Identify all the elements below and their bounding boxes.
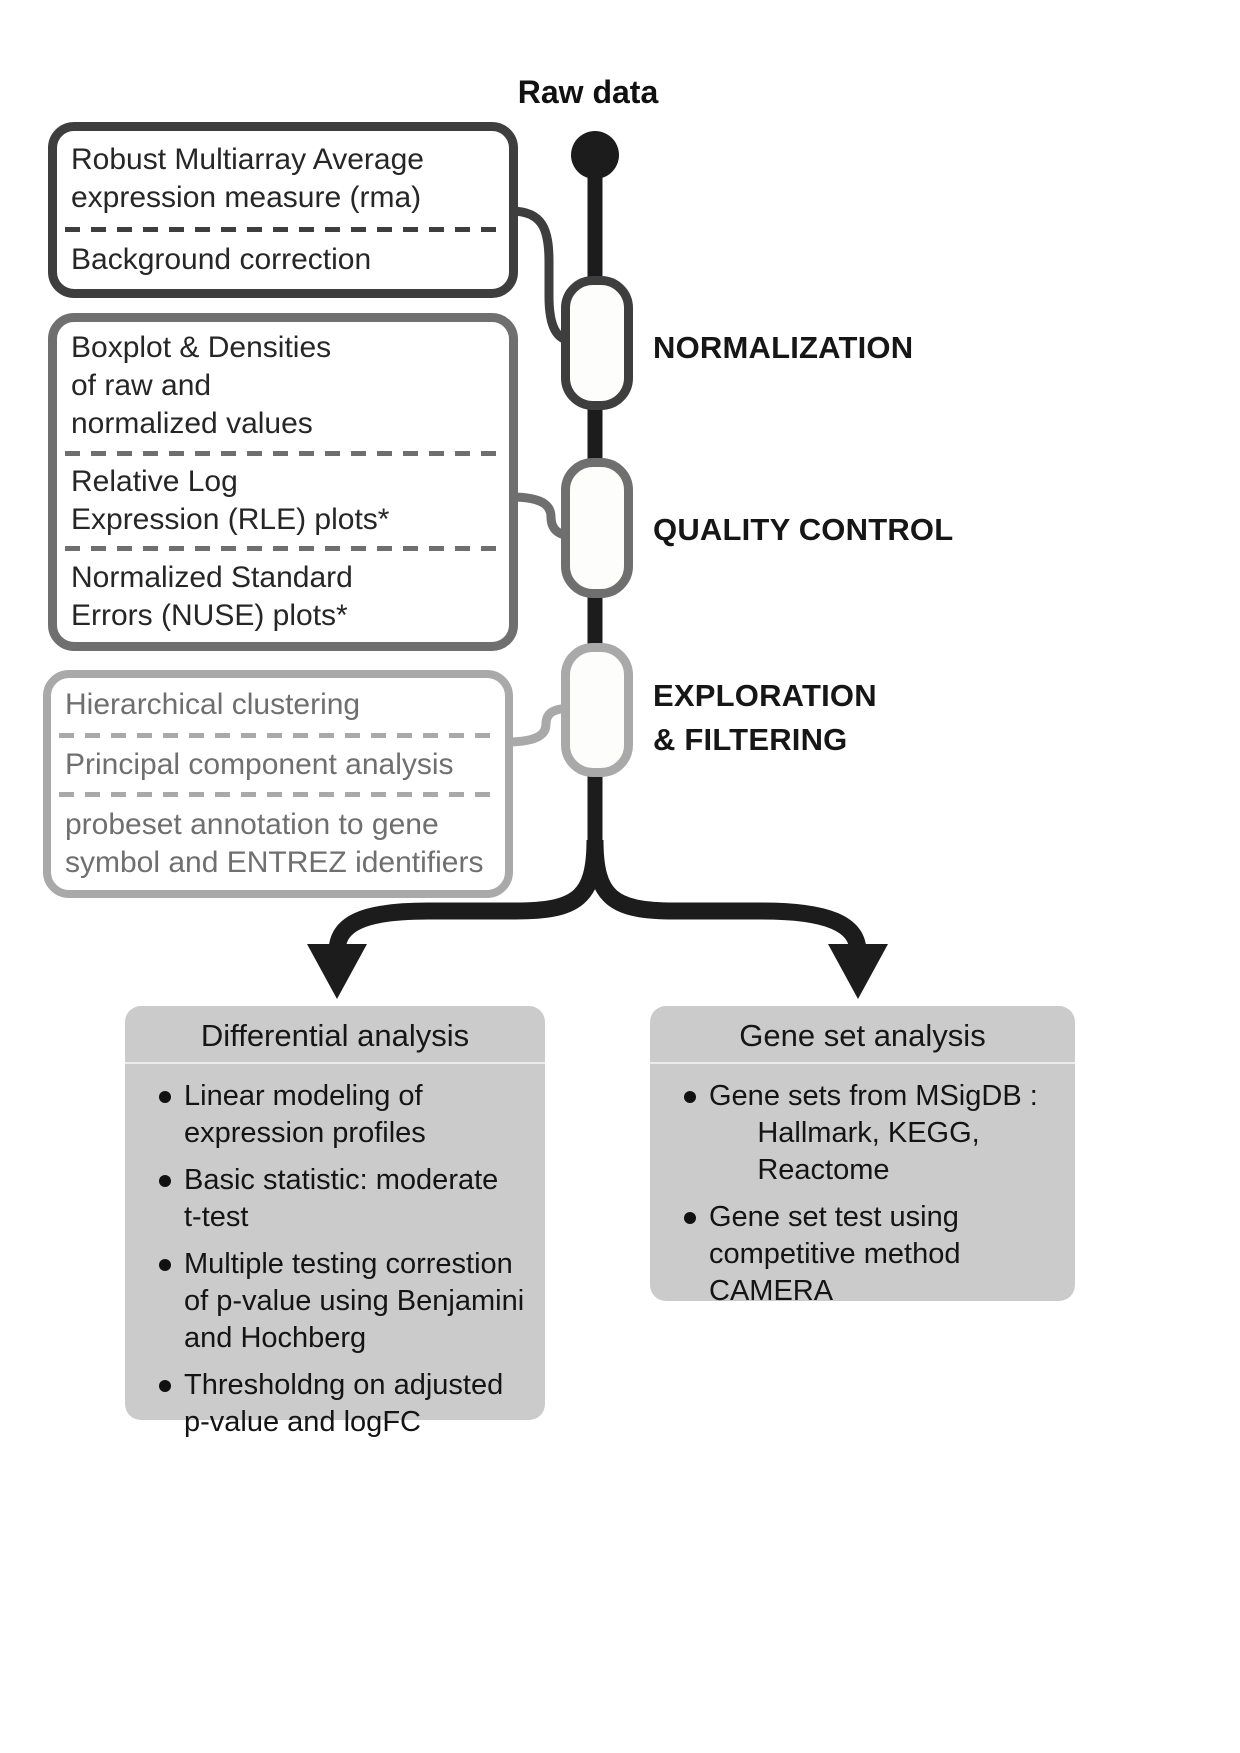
stage-item-background-correction: Background correction — [71, 243, 372, 277]
split-arm-right — [586, 839, 867, 953]
stage-item-hierarchical-clustering: Hierarchical clustering — [65, 688, 361, 722]
bullet-text: Thresholdng on adjusted p-value and logF… — [184, 1369, 504, 1438]
pipeline-node-normalization — [561, 276, 633, 410]
bullet-icon — [159, 1175, 171, 1187]
stage-item-probeset-annotation: probeset annotation to gene symbol and E… — [65, 807, 484, 879]
list-item: Thresholdng on adjusted p-value and logF… — [159, 1367, 531, 1441]
dashed-divider — [65, 450, 501, 456]
bullet-text: Linear modeling of expression profiles — [184, 1080, 426, 1149]
raw-data-dot — [571, 131, 619, 179]
dashed-divider — [59, 732, 497, 738]
stage-item-nuse-plots: Normalized Standard Errors (NUSE) plots* — [71, 560, 353, 632]
dashed-divider — [65, 226, 501, 232]
list-item: Multiple testing correstion of p-value u… — [159, 1246, 531, 1357]
bullet-icon — [684, 1212, 696, 1224]
differential-analysis-bullets: Linear modeling of expression profiles B… — [125, 1064, 545, 1441]
stage-box-quality-control: Boxplot & Densities of raw and normalize… — [48, 313, 518, 651]
list-item: Gene set test using competitive method C… — [684, 1199, 1061, 1310]
stage-box-exploration-filtering: Hierarchical clustering Principal compon… — [43, 670, 513, 898]
stage-item-pca: Principal component analysis — [65, 747, 454, 781]
stage-item-rma: Robust Multiarray Average expression mea… — [71, 142, 424, 214]
bullet-text: Basic statistic: moderate t-test — [184, 1164, 499, 1233]
arrowhead-right — [828, 944, 888, 999]
output-title-gene-set-analysis: Gene set analysis — [650, 1006, 1075, 1064]
bullet-text: Gene sets from MSigDB : Hallmark, KEGG, … — [709, 1080, 1038, 1186]
list-item: Gene sets from MSigDB : Hallmark, KEGG, … — [684, 1078, 1061, 1189]
stage-label-quality-control: QUALITY CONTROL — [653, 512, 954, 547]
pipeline-node-quality-control — [561, 458, 633, 598]
stage-item-boxplot-densities: Boxplot & Densities of raw and normalize… — [71, 331, 332, 441]
bullet-text: Gene set test using competitive method C… — [709, 1201, 961, 1307]
stage-label-exploration-filtering: EXPLORATION & FILTERING — [653, 678, 877, 757]
bullet-icon — [684, 1091, 696, 1103]
list-item: Linear modeling of expression profiles — [159, 1078, 531, 1152]
bullet-text: Multiple testing correstion of p-value u… — [184, 1248, 525, 1354]
output-box-differential-analysis: Differential analysis Linear modeling of… — [125, 1006, 545, 1438]
output-title-differential-analysis: Differential analysis — [125, 1006, 545, 1064]
bullet-icon — [159, 1380, 171, 1392]
stage-box-normalization: Robust Multiarray Average expression mea… — [48, 122, 518, 298]
dashed-divider — [59, 792, 497, 798]
output-box-gene-set-analysis: Gene set analysis Gene sets from MSigDB … — [650, 1006, 1075, 1307]
bullet-icon — [159, 1091, 171, 1103]
stage-item-rle-plots: Relative Log Expression (RLE) plots* — [71, 464, 390, 536]
stage-label-normalization: NORMALIZATION — [653, 330, 914, 365]
gene-set-analysis-bullets: Gene sets from MSigDB : Hallmark, KEGG, … — [650, 1064, 1075, 1310]
arrowhead-left — [307, 944, 367, 999]
list-item: Basic statistic: moderate t-test — [159, 1162, 531, 1236]
raw-data-label: Raw data — [517, 74, 659, 110]
dashed-divider — [65, 546, 501, 552]
bullet-icon — [159, 1259, 171, 1271]
pipeline-node-exploration — [561, 643, 633, 777]
